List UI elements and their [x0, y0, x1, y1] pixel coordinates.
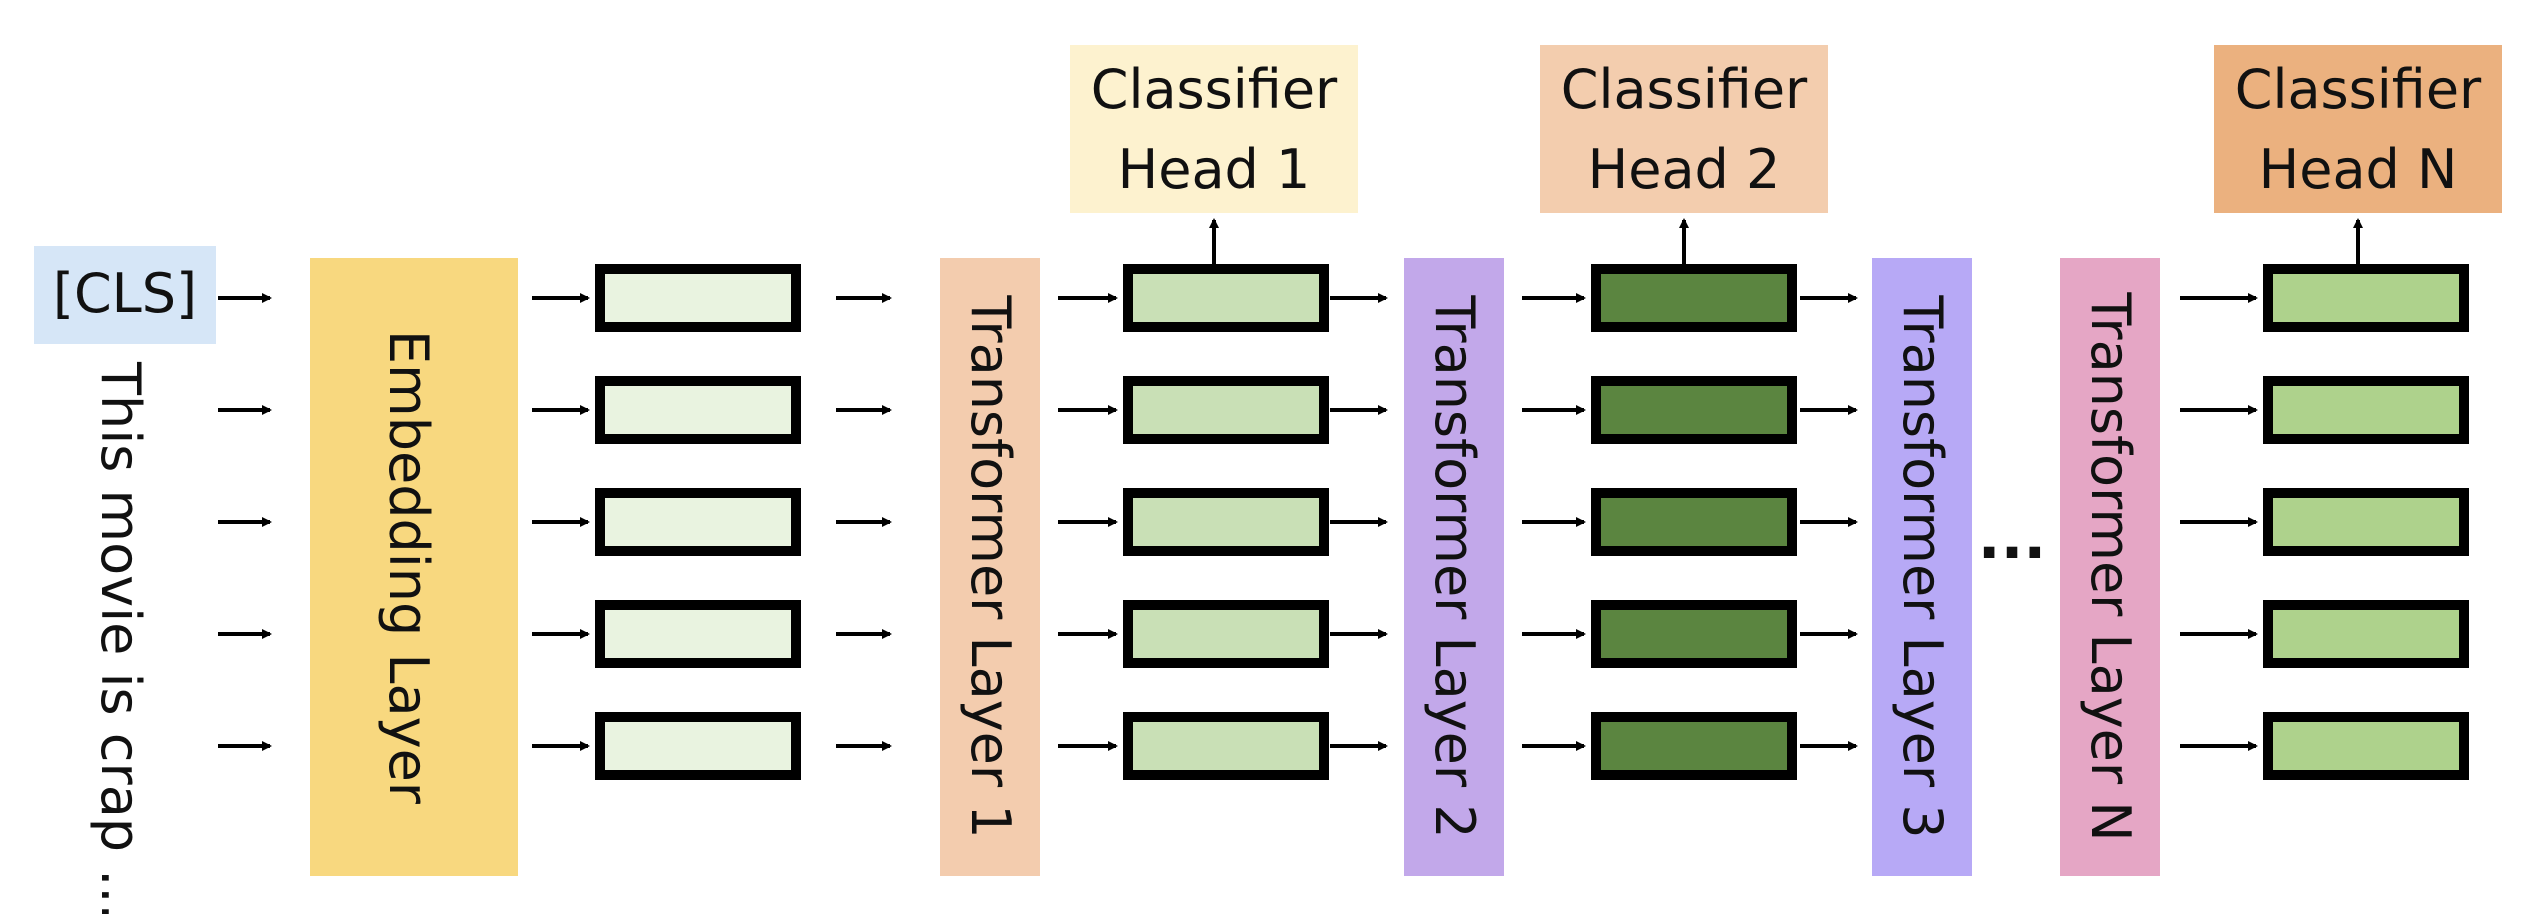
- embedding-output-token-2: [595, 376, 801, 444]
- layer-2-output-token-4: [1591, 600, 1797, 668]
- transformer-layer-n-label: Transformer Layer N: [2079, 291, 2142, 841]
- transformer-layer-n-block: [2060, 258, 2160, 876]
- layer-n-output-token-4: [2263, 600, 2469, 668]
- layer-n-output-token-1: [2263, 264, 2469, 332]
- token-representations: [595, 264, 2469, 780]
- classifier-head-2: Classifier Head 2: [1540, 45, 1828, 213]
- transformer-layer-n: Transformer Layer N: [2060, 258, 2160, 876]
- transformer-layer-1-label: Transformer Layer 1: [959, 294, 1022, 838]
- classifier-head-1-line2: Head 1: [1118, 138, 1311, 201]
- classifier-head-1-line1: Classifier: [1091, 58, 1338, 121]
- embedding-output-token-4: [595, 600, 801, 668]
- layer-1-output-token-2: [1123, 376, 1329, 444]
- transformer-layer-3: Transformer Layer 3: [1872, 258, 1972, 876]
- cls-token-label: [CLS]: [53, 262, 197, 325]
- layer-n-output-token-5: [2263, 712, 2469, 780]
- transformer-layer-2-block: [1404, 258, 1504, 876]
- classifier-head-1: Classifier Head 1: [1070, 45, 1358, 213]
- transformer-layer-3-block: [1872, 258, 1972, 876]
- embedding-output-token-3: [595, 488, 801, 556]
- embedding-layer-label: Embedding Layer: [377, 330, 440, 805]
- layer-2-output-token-2: [1591, 376, 1797, 444]
- layer-2-output-token-3: [1591, 488, 1797, 556]
- transformer-layer-1-block: [940, 258, 1040, 876]
- flow-arrows: [218, 218, 2363, 751]
- layers-ellipsis: ...: [1978, 503, 2046, 573]
- input-sentence: This movie is crap ...: [89, 361, 152, 914]
- layer-1-output-token-4: [1123, 600, 1329, 668]
- classifier-head-2-line2: Head 2: [1588, 138, 1781, 201]
- classifier-head-n-box: [2214, 45, 2502, 213]
- layer-n-output-token-2: [2263, 376, 2469, 444]
- transformer-layer-1: Transformer Layer 1: [940, 258, 1040, 876]
- layer-1-output-token-3: [1123, 488, 1329, 556]
- layer-2-output-token-5: [1591, 712, 1797, 780]
- cls-token-box: [34, 246, 216, 344]
- embedding-layer-block: [310, 258, 518, 876]
- classifier-head-2-box: [1540, 45, 1828, 213]
- layer-1-output-token-5: [1123, 712, 1329, 780]
- classifier-head-n-line1: Classifier: [2235, 58, 2482, 121]
- transformer-layer-2: Transformer Layer 2: [1404, 258, 1504, 876]
- classifier-head-n-line2: Head N: [2259, 138, 2458, 201]
- embedding-output-token-1: [595, 264, 801, 332]
- classifier-head-n: Classifier Head N: [2214, 45, 2502, 213]
- layer-1-output-token-1: [1123, 264, 1329, 332]
- layer-n-output-token-3: [2263, 488, 2469, 556]
- layer-2-output-token-1: [1591, 264, 1797, 332]
- transformer-layer-2-label: Transformer Layer 2: [1423, 294, 1486, 838]
- embedding-output-token-5: [595, 712, 801, 780]
- classifier-head-2-line1: Classifier: [1561, 58, 1808, 121]
- classifier-head-1-box: [1070, 45, 1358, 213]
- transformer-layer-3-label: Transformer Layer 3: [1891, 294, 1954, 838]
